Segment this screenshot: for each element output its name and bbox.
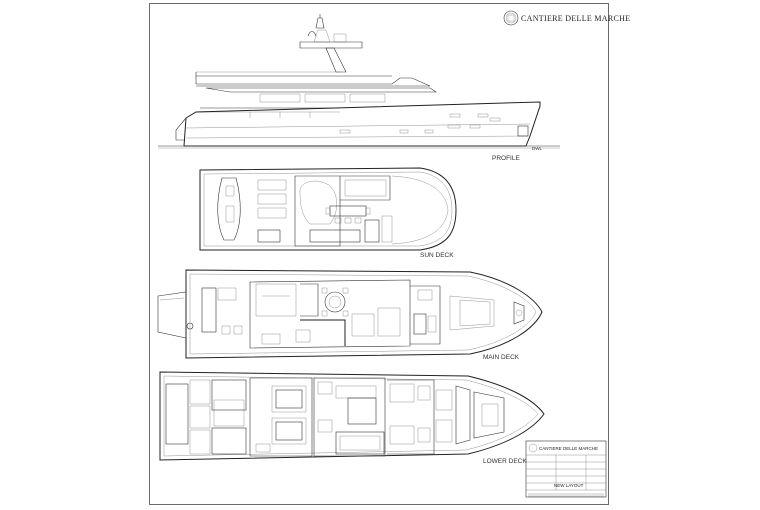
- lower-deck-plan: [159, 371, 545, 461]
- main-deck-plan: [157, 269, 543, 359]
- drawing-sheet-frame: [149, 3, 609, 505]
- title-block: [525, 440, 607, 498]
- profile-view: [158, 14, 560, 149]
- main-deck-label: MAIN DECK: [483, 354, 520, 361]
- sun-deck-plan: [199, 167, 457, 251]
- sun-deck-label: SUN DECK: [420, 252, 454, 259]
- cdm-emblem-icon: [503, 10, 519, 26]
- brand-name: CANTIERE DELLE MARCHE: [521, 14, 630, 23]
- title-block-layout: NEW LAYOUT: [554, 483, 584, 488]
- title-block-brand: CANTIERE DELLE MARCHE: [539, 446, 598, 451]
- dwl-label: DWL: [532, 146, 542, 151]
- profile-label: PROFILE: [492, 155, 520, 162]
- lower-deck-label: LOWER DECK: [483, 458, 527, 465]
